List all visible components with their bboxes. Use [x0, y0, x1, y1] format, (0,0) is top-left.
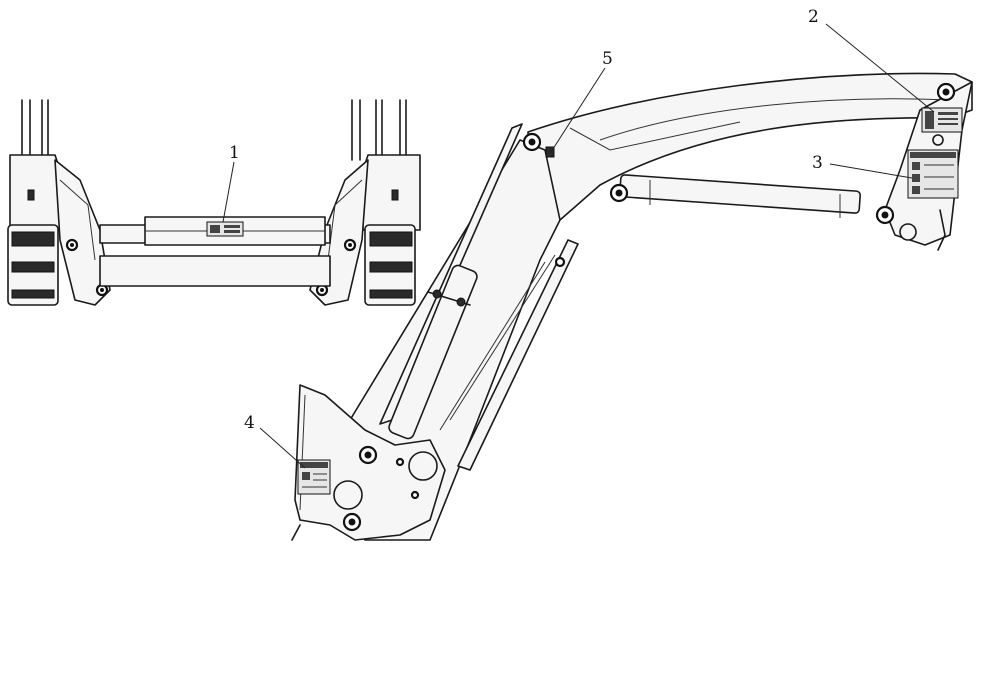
decal-3 [907, 149, 959, 199]
decal-2 [921, 107, 963, 133]
callout-1: 1 [222, 143, 240, 223]
callout-4: 4 [244, 413, 306, 469]
callout-number: 4 [244, 413, 255, 433]
callout-number: 5 [602, 49, 613, 69]
callout-number: 1 [229, 143, 240, 163]
loader-arm [291, 72, 973, 541]
callout-3: 3 [812, 153, 913, 179]
mounting-frame [7, 99, 421, 306]
callout-number: 3 [812, 153, 823, 173]
callout-2: 2 [808, 7, 935, 113]
callout-number: 2 [808, 7, 819, 27]
callout-5: 5 [550, 49, 613, 153]
decal-4 [297, 459, 331, 495]
